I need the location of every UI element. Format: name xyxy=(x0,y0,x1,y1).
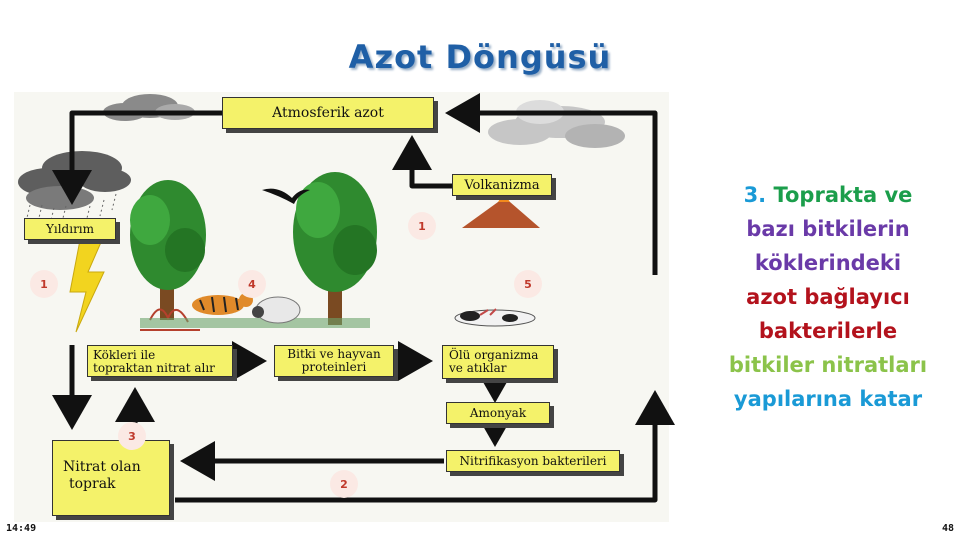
grass xyxy=(140,318,370,328)
ammonia-box: Amonyak xyxy=(446,402,550,424)
soil-box-line1: Nitrat olan xyxy=(63,459,141,475)
dead-organism-box: Ölü organizma ve atıklar xyxy=(442,345,554,379)
protein-box-line2: proteinleri xyxy=(301,360,367,374)
arrow-soil-bottom-up xyxy=(175,390,675,503)
dead-box-line2: ve atıklar xyxy=(449,361,507,375)
side-line-2: bazı bitkilerin xyxy=(746,217,910,241)
step-number-2: 2 xyxy=(330,470,358,498)
step-number-1-volcano: 1 xyxy=(408,212,436,240)
arrow-right-up-to-atmos xyxy=(445,93,658,275)
roots-box-line1: Kökleri ile xyxy=(93,348,156,362)
side-line-7: yapılarına katar xyxy=(733,387,923,411)
side-line-3: köklerindeki xyxy=(754,251,902,275)
plant-animal-protein-box: Bitki ve hayvan proteinleri xyxy=(274,345,394,377)
footer-page-number: 48 xyxy=(941,523,954,534)
side-explanation: 3. Toprakta ve bazı bitkilerin köklerind… xyxy=(708,178,948,416)
roots-box-line2: topraktan nitrat alır xyxy=(93,361,215,375)
step-number-5: 5 xyxy=(514,270,542,298)
page-title: Azot Döngüsü xyxy=(348,38,612,76)
lightning-icon xyxy=(69,239,105,333)
arrow-volcano-to-atmos xyxy=(392,135,452,189)
lightning-box: Yıldırım xyxy=(24,218,116,240)
bird-icon xyxy=(262,188,310,204)
arrow-atmos-to-lightning xyxy=(52,110,222,205)
protein-box-line1: Bitki ve hayvan xyxy=(287,347,381,361)
roots-take-nitrate-box: Kökleri ile topraktan nitrat alır xyxy=(87,345,233,377)
dead-box-line1: Ölü organizma xyxy=(449,348,539,362)
dead-animal-icon xyxy=(454,308,536,327)
nitrate-soil-box: Nitrat olan toprak xyxy=(52,440,170,516)
soil-box-line2: toprak xyxy=(69,476,116,492)
tree-icon xyxy=(130,180,206,331)
side-line-5: bakterilerle xyxy=(758,319,898,343)
side-line-6: bitkiler nitratları xyxy=(728,353,928,377)
side-line-1-number: 3. xyxy=(743,183,767,207)
side-line-4: azot bağlayıcı xyxy=(746,285,910,309)
footer-time: 14:49 xyxy=(6,523,37,534)
side-line-1: 3. Toprakta ve xyxy=(708,178,948,212)
step-number-3: 3 xyxy=(118,422,146,450)
volcanism-box: Volkanizma xyxy=(452,174,552,196)
step-number-4: 4 xyxy=(238,270,266,298)
nitrification-bacteria-box: Nitrifikasyon bakterileri xyxy=(446,450,620,472)
tree-icon xyxy=(293,172,377,325)
side-line-1-text: Toprakta ve xyxy=(773,183,913,207)
sheep-icon xyxy=(252,296,301,324)
atmospheric-nitrogen-box: Atmosferik azot xyxy=(222,97,434,129)
step-number-1-lightning: 1 xyxy=(30,270,58,298)
